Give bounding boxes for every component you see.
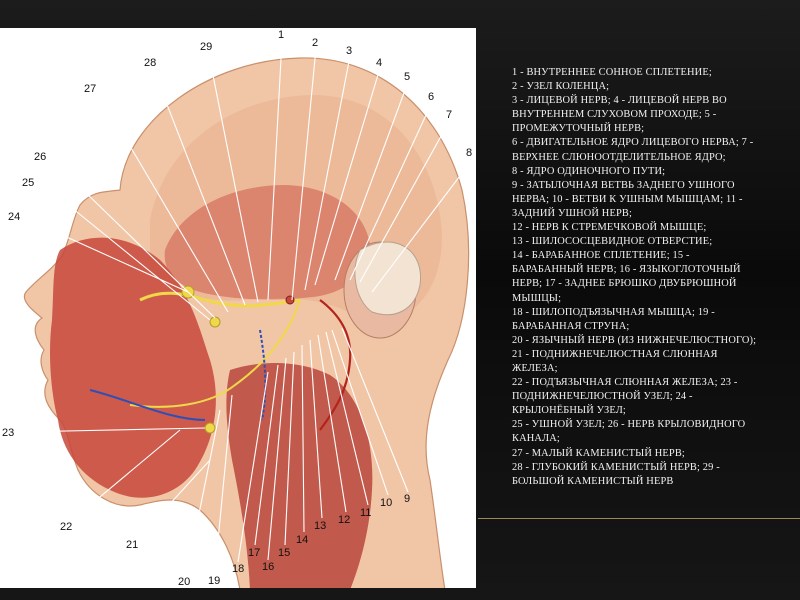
legend-line-5: 8 - ядро одиночного пути;: [512, 165, 666, 177]
legend-line-2: 2 - Узел коленца;: [512, 81, 610, 93]
legend-line-10: 18 - шилоподъязычная мышца; 19 - барабан…: [512, 306, 715, 332]
vein-branch-2: [259, 329, 267, 421]
neck-muscles: [226, 363, 373, 588]
label-4: 4: [376, 57, 382, 69]
label-19: 19: [208, 575, 220, 587]
leader-lines: [17, 39, 473, 579]
legend-line-3: 3 - Лицевой нерв; 4 - лицевой нерв во вн…: [512, 95, 727, 135]
legend-line-7: 12 - нерв к стремечковой мышце;: [512, 222, 707, 234]
label-22: 22: [60, 521, 72, 533]
label-21: 21: [126, 539, 138, 551]
label-7: 7: [446, 109, 452, 121]
anatomy-figure: 1 2 3 4 5 6 7 8 9 10 11 12 13 14 15 16 1…: [0, 28, 476, 588]
label-13: 13: [314, 520, 326, 532]
submandibular-ganglion: [204, 422, 216, 434]
facial-nerve-branch: [129, 299, 301, 408]
facial-muscles: [50, 237, 216, 498]
legend-line-9: 14 - барабанное сплетение; 15 - барабанн…: [512, 250, 741, 304]
label-11: 11: [360, 507, 371, 519]
otic-ganglion: [209, 316, 221, 328]
label-10: 10: [380, 497, 392, 509]
label-14: 14: [296, 534, 308, 546]
legend-line-1: 1 - Внутреннее сонное сплетение;: [512, 67, 712, 78]
label-8: 8: [466, 147, 472, 159]
label-3: 3: [346, 45, 352, 57]
legend-line-16: 28 - глубокий каменистый нерв; 29 - боль…: [512, 461, 720, 487]
label-18: 18: [232, 563, 244, 575]
brainstem: [354, 241, 422, 316]
label-6: 6: [428, 91, 434, 103]
label-15: 15: [278, 547, 290, 559]
label-24: 24: [8, 211, 20, 223]
legend-line-4: 6 - двигательное ядро лицевого нерва; 7 …: [512, 137, 754, 163]
label-17: 17: [248, 547, 260, 559]
label-12: 12: [338, 514, 350, 526]
legend-line-15: 27 - малый каменистый нерв;: [512, 447, 685, 459]
legend-line-8: 13 - шилососцевидное отверстие;: [512, 236, 713, 248]
legend-line-12: 21 - поднижнечелюстная слюнная железа;: [512, 348, 718, 374]
label-2: 2: [312, 37, 318, 49]
label-20: 20: [178, 576, 190, 588]
label-16: 16: [262, 561, 274, 573]
label-25: 25: [22, 177, 34, 189]
label-26: 26: [34, 151, 46, 163]
label-1: 1: [278, 29, 284, 41]
label-5: 5: [404, 71, 410, 83]
accent-line: [478, 518, 800, 519]
figure-labels: 1 2 3 4 5 6 7 8 9 10 11 12 13 14 15 16 1…: [2, 29, 472, 588]
legend-text: 1 - Внутреннее сонное сплетение; 2 - Узе…: [512, 66, 758, 489]
label-23: 23: [2, 427, 14, 439]
legend-line-11: 20 - язычный нерв (из нижнечелюстного);: [512, 334, 757, 346]
legend-line-6: 9 - затылочная ветвь заднего ушного нерв…: [512, 179, 743, 219]
label-27: 27: [84, 83, 96, 95]
label-28: 28: [144, 57, 156, 69]
label-9: 9: [404, 493, 410, 505]
facial-nerve-trunk: [139, 291, 301, 308]
artery-branch: [319, 299, 352, 431]
label-29: 29: [200, 41, 212, 53]
vein-branch: [89, 389, 206, 421]
legend-line-14: 25 - ушной узел; 26 - нерв крыловидного …: [512, 419, 746, 445]
facial-nerve-illustration: 1 2 3 4 5 6 7 8 9 10 11 12 13 14 15 16 1…: [2, 29, 473, 588]
legend-line-13: 22 - подъязычная слюнная железа; 23 - по…: [512, 377, 738, 417]
